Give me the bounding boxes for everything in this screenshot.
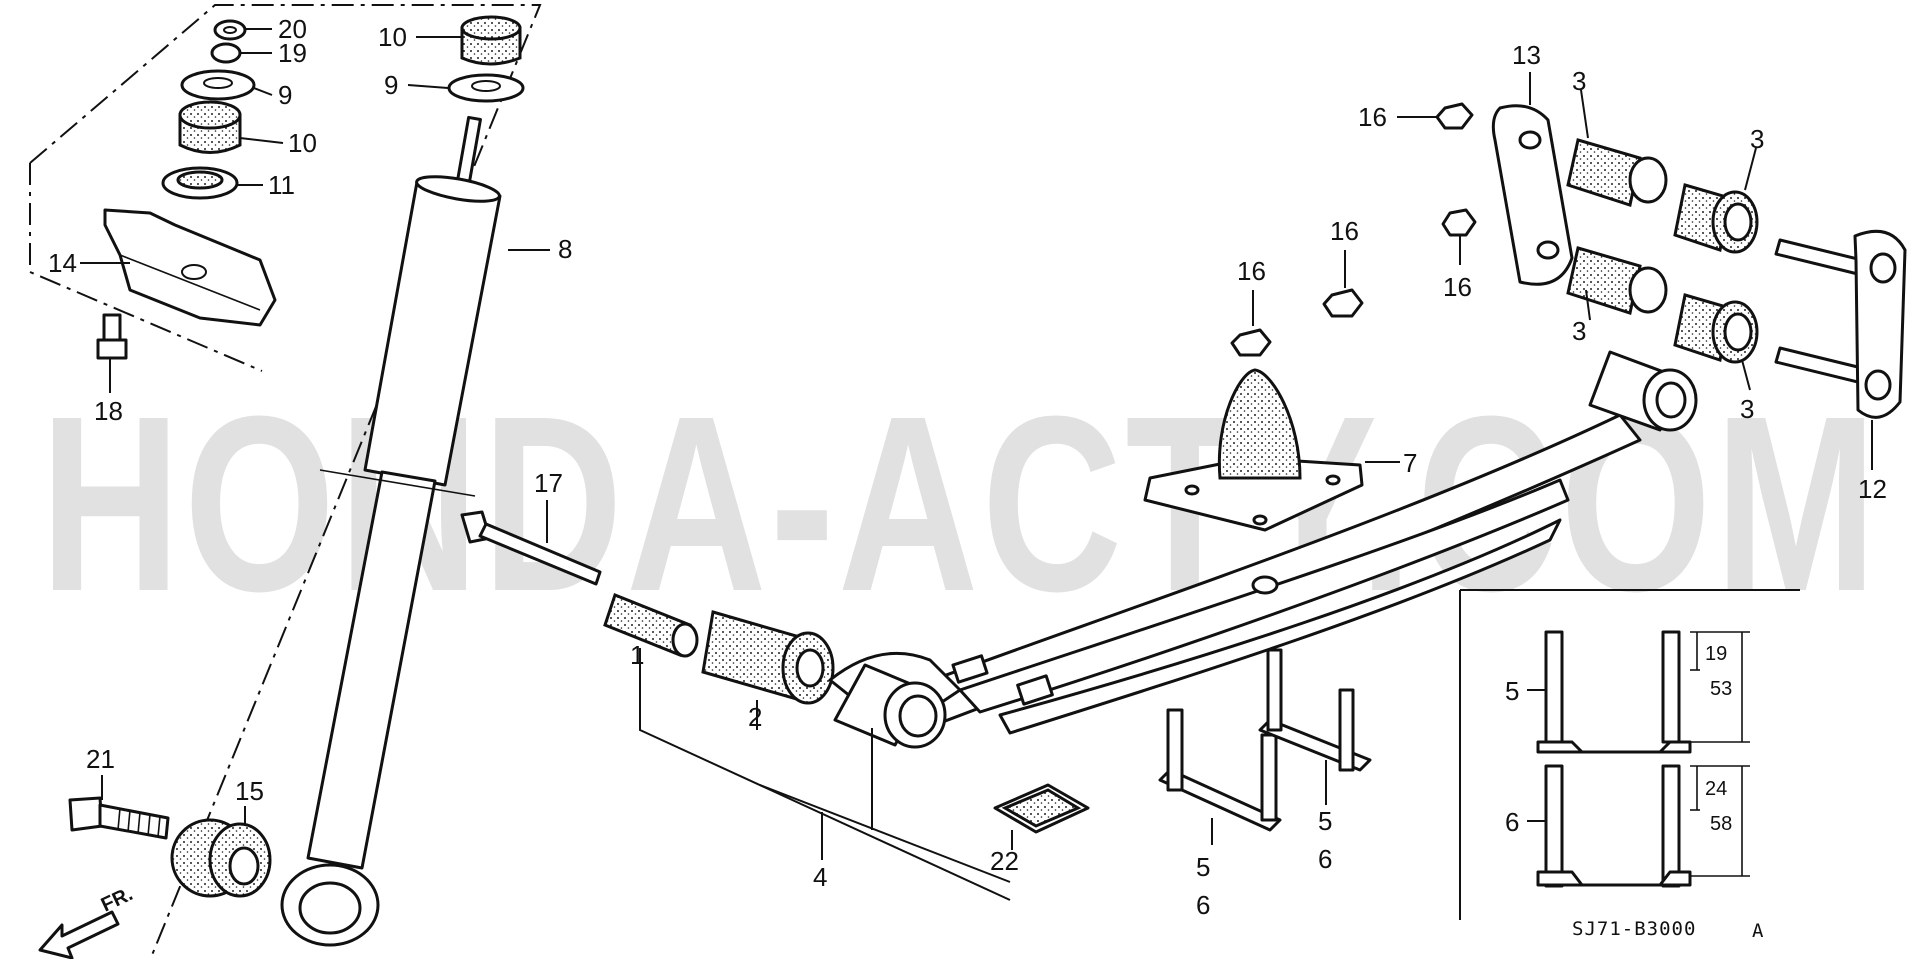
front-eye-collar-and-bushing [603, 593, 835, 705]
shackle-with-pins [1774, 229, 1907, 419]
callout-7: 7 [1403, 448, 1417, 478]
front-direction-arrow: FR. [38, 883, 136, 959]
callout-2: 2 [748, 702, 762, 732]
callout-10-right: 10 [378, 22, 407, 52]
diagram-code: SJ71-B3000 [1572, 918, 1696, 940]
u-bolt-dimension-inset [1459, 589, 1800, 920]
shackle-plate-inner [1491, 104, 1574, 286]
callout-5-inset: 5 [1505, 676, 1519, 706]
diagram-code-suffix: A [1752, 920, 1764, 942]
dim-bolt5-thread: 19 [1705, 643, 1727, 665]
shock-upper-mount-stack [96, 19, 277, 360]
callout-16-b: 16 [1330, 216, 1359, 246]
dim-bolt5-length: 53 [1710, 678, 1732, 700]
shock-absorber [280, 115, 502, 947]
leader-lines [80, 28, 1873, 901]
callout-10-left: 10 [288, 128, 317, 158]
leaf-spring [828, 350, 1698, 749]
callout-3-d: 3 [1740, 394, 1754, 424]
callout-17: 17 [534, 468, 563, 498]
u-bolts-and-plates [1158, 648, 1372, 832]
callout-6-inset: 6 [1505, 807, 1519, 837]
shock-right-bushing-stack [447, 15, 525, 103]
callout-13: 13 [1512, 40, 1541, 70]
flange-nuts [1230, 102, 1477, 357]
callout-19: 19 [278, 38, 307, 68]
callout-3-a: 3 [1572, 66, 1586, 96]
callout-4: 4 [813, 862, 827, 892]
dim-bolt6-length: 58 [1710, 813, 1732, 835]
callout-9-left: 9 [278, 80, 292, 110]
watermark-text: HONDA-ACTY.COM [40, 364, 1880, 643]
callout-14: 14 [48, 248, 77, 278]
callout-16-c: 16 [1358, 102, 1387, 132]
callout-20: 20 [278, 14, 307, 44]
callout-11: 11 [268, 170, 295, 200]
callout-22: 22 [990, 846, 1019, 876]
callout-5-left: 5 [1196, 852, 1210, 882]
callout-3-b: 3 [1750, 124, 1764, 154]
callout-5-right: 5 [1318, 806, 1332, 836]
shock-group-outline [29, 4, 542, 959]
callout-21: 21 [86, 744, 115, 774]
callout-12: 12 [1858, 474, 1887, 504]
callout-9-right: 9 [384, 70, 398, 100]
spring-eye-bolt [460, 510, 602, 586]
callout-6-left: 6 [1196, 890, 1210, 920]
callout-8: 8 [558, 234, 572, 264]
callout-18: 18 [94, 396, 123, 426]
callout-16-a: 16 [1237, 256, 1266, 286]
shackle-bushings [1566, 138, 1759, 364]
callout-labels: 20 19 9 10 11 14 18 10 9 8 17 21 15 1 2 … [48, 14, 1887, 942]
callout-16-d: 16 [1443, 272, 1472, 302]
callout-3-c: 3 [1572, 316, 1586, 346]
callout-1: 1 [630, 640, 644, 670]
shock-lower-mount [68, 796, 272, 898]
bump-stop-rubber [1143, 368, 1364, 532]
rubber-pad [993, 783, 1090, 834]
dim-bolt6-thread: 24 [1705, 778, 1727, 800]
callout-15: 15 [235, 776, 264, 806]
front-indicator-label: FR. [98, 883, 136, 917]
callout-6-right: 6 [1318, 844, 1332, 874]
